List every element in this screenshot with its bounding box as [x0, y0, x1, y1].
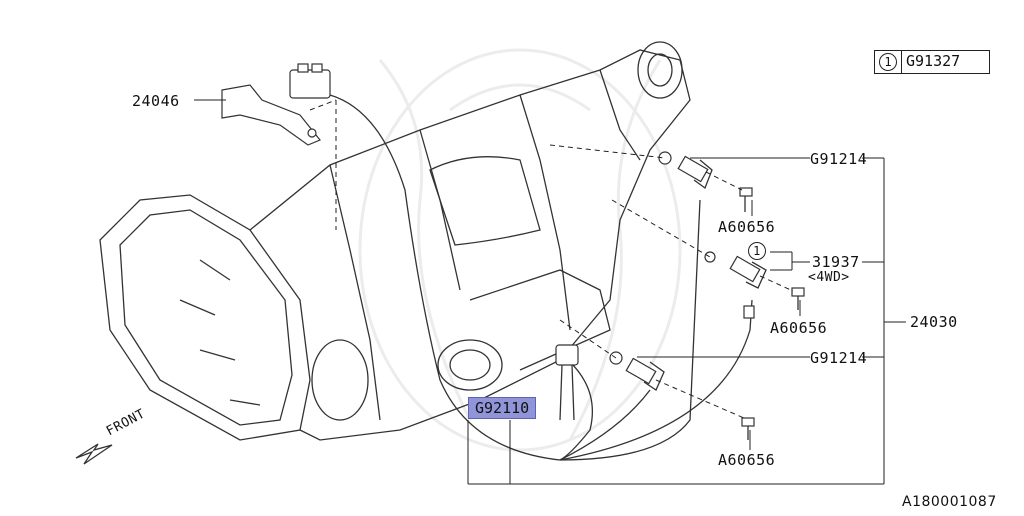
part-label-31937[interactable]: 31937	[812, 253, 860, 271]
sensor-top	[658, 151, 753, 212]
part-label-a60656-top[interactable]: A60656	[718, 218, 776, 236]
image-code: A180001087	[902, 494, 997, 510]
watermark-logo	[358, 48, 682, 452]
part-label-g91214-bottom[interactable]: G91214	[810, 349, 868, 367]
part-label-g91214-top[interactable]: G91214	[810, 150, 868, 168]
sensor-4wd	[704, 251, 805, 319]
part-label-24046[interactable]: 24046	[132, 92, 180, 110]
part-label-4wd: <4WD>	[808, 270, 850, 285]
reference-circle-marker: 1	[879, 53, 897, 71]
reference-box: 1 G91327	[874, 50, 990, 74]
harness-connector	[289, 69, 331, 99]
transmission-assembly	[99, 41, 691, 441]
plug-g92110	[555, 344, 579, 421]
front-arrow-icon	[75, 443, 113, 465]
leader-lines	[194, 99, 906, 485]
part-label-a60656-bottom[interactable]: A60656	[718, 451, 776, 469]
part-label-24030[interactable]: 24030	[910, 313, 958, 331]
part-label-g92110-highlighted[interactable]: G92110	[468, 397, 537, 419]
sensor-bottom	[609, 351, 755, 440]
bracket-24046	[221, 84, 321, 146]
callout-circle-1: 1	[744, 242, 770, 260]
wiring-harness	[329, 94, 701, 461]
reference-code: G91327	[906, 52, 961, 70]
part-label-a60656-mid[interactable]: A60656	[770, 319, 828, 337]
